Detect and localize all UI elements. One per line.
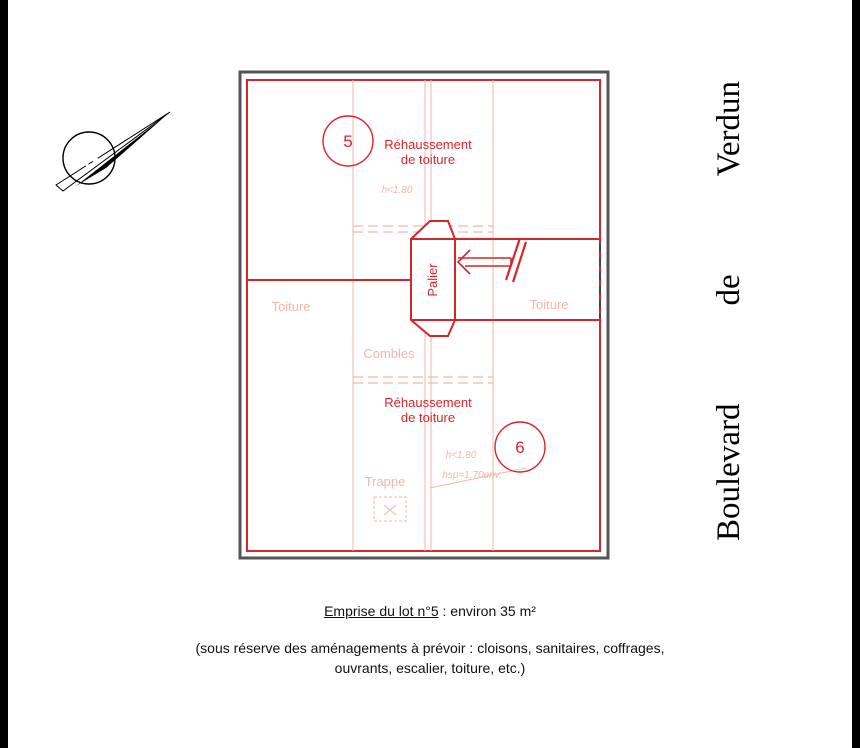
combles-label: Combles xyxy=(363,346,415,361)
roof-left-label: Toiture xyxy=(271,299,310,314)
caption-lot-label: Emprise du lot n°5 xyxy=(324,603,439,619)
lot6-circle xyxy=(494,421,546,473)
lot6-title-line2: de toiture xyxy=(401,410,455,425)
floor-plan-page: N xyxy=(8,0,852,748)
lot5-title-line2: de toiture xyxy=(401,152,455,167)
faint-structure-lines xyxy=(352,80,527,551)
caption-note-line2: ouvrants, escalier, toiture, etc.) xyxy=(334,660,526,676)
lot5-title-line1: Réhaussement xyxy=(384,137,472,152)
lot5-height-note: h<1.80 xyxy=(382,185,413,196)
north-arrow-icon: N xyxy=(55,111,171,192)
plan-frame xyxy=(238,70,610,560)
roof-right-label: Toiture xyxy=(529,297,568,312)
lot6-height-note: h<1.80 xyxy=(446,450,477,461)
floor-plan-drawing: N xyxy=(55,70,610,560)
caption-area: : environ 35 m² xyxy=(438,603,536,619)
lot6-hsp-note: hsp=1.70env. xyxy=(442,470,502,481)
lot5-number: 5 xyxy=(343,132,352,151)
trappe-label: Trappe xyxy=(365,474,406,489)
caption-title: Emprise du lot n°5 : environ 35 m² xyxy=(8,603,852,619)
trappe-hatch-icon xyxy=(373,496,407,522)
street-word-de: de xyxy=(710,274,747,306)
palier-label: Palier xyxy=(425,263,440,297)
caption-note-line1: (sous réserve des aménagements à prévoir… xyxy=(195,640,665,656)
lot5-circle xyxy=(322,115,374,167)
stair-arrow-icon xyxy=(456,237,528,283)
lot6-title-line1: Réhaussement xyxy=(384,395,472,410)
street-name: Boulevard de Verdun xyxy=(709,81,749,541)
zone-outlines xyxy=(247,238,600,321)
palier-landing xyxy=(410,220,456,337)
street-word-verdun: Verdun xyxy=(710,81,747,177)
street-word-boulevard: Boulevard xyxy=(710,403,747,541)
lot6-number: 6 xyxy=(515,438,524,457)
